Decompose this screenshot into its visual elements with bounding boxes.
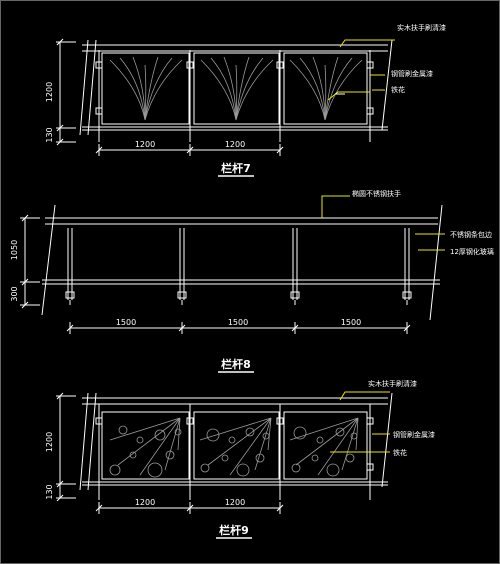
ironwork-7b [200,56,274,121]
post-8a [67,228,73,300]
right-edge-7 [381,39,393,131]
edges-8 [41,204,443,321]
dim-width-7b: 1200 [225,140,245,149]
dim-width-8c: 1500 [341,318,361,327]
post-bracket-7 [366,107,374,115]
label-ironwork-9: 铁花 [393,448,407,457]
dim-height-8: 1050 [10,240,19,260]
dim-width-8a: 1500 [116,318,136,327]
panel-9b [193,411,280,480]
height-dim-7 [56,41,76,143]
handrail-8 [45,217,438,225]
dim-width-9b: 1200 [225,498,245,507]
dim-height-7: 1200 [45,82,54,102]
post-bracket-7 [95,61,103,69]
label-handrail-8: 椭圆不锈钢扶手 [352,189,401,198]
title-railing-9: 栏杆9 [219,523,249,537]
label-glass-8: 12厚钢化玻璃 [450,247,494,256]
post-bracket-7 [276,61,284,69]
right-edge-9 [381,392,393,488]
ironwork-7c [289,56,363,121]
callout-handrail-8 [321,195,350,218]
left-edge-7 [79,39,97,136]
post-8c [292,228,298,300]
dim-width-7a: 1200 [135,140,155,149]
dim-width-8b: 1500 [228,318,248,327]
dim-height-9: 1200 [45,432,54,452]
title-railing-7: 栏杆7 [221,161,251,175]
base-line-9 [82,481,388,486]
label-edge-8: 不锈钢条包边 [450,230,492,239]
base-line-8 [42,279,440,285]
handrail-9 [82,397,388,405]
post-8b [179,228,185,300]
post-bracket-7 [186,61,194,69]
ironwork-9b [199,417,272,477]
posts-9 [98,404,371,500]
dim-width-9a: 1200 [135,498,155,507]
railing-8-elevation [20,195,445,334]
height-dim-9 [56,395,76,499]
panel-7b [193,52,280,125]
ironwork-7a [109,56,183,121]
ironwork-9c [289,417,359,477]
label-handrail-7: 实木扶手刷清漆 [397,23,446,32]
panel-7c [283,52,368,125]
post-bracket-7 [95,107,103,115]
height-dim-8 [20,217,40,306]
base-line-7 [82,126,388,131]
railing-7-elevation [56,38,395,156]
handrail-7 [82,44,388,52]
panel-9c [283,411,368,480]
callout-line-handrail-7 [339,39,395,48]
left-edge-9 [79,392,97,491]
title-railing-8: 栏杆8 [221,357,251,371]
dim-base-8: 300 [10,286,19,301]
panel-7a [101,52,190,125]
panel-9a [101,411,190,480]
callout-handrail-9 [339,391,390,401]
dim-base-7: 130 [45,127,54,142]
ironwork-9a [109,417,182,478]
post-8d [404,228,410,300]
label-frame-9: 钢管刷金属漆 [393,430,435,439]
label-frame-7: 钢管刷金属漆 [391,69,433,78]
label-handrail-9: 实木扶手刷清漆 [368,379,417,388]
railing-9-elevation [56,391,393,514]
post-bracket-7 [366,61,374,69]
posts-7 [98,50,371,142]
dim-base-9: 130 [45,484,54,499]
label-ironwork-7: 铁花 [391,85,405,94]
